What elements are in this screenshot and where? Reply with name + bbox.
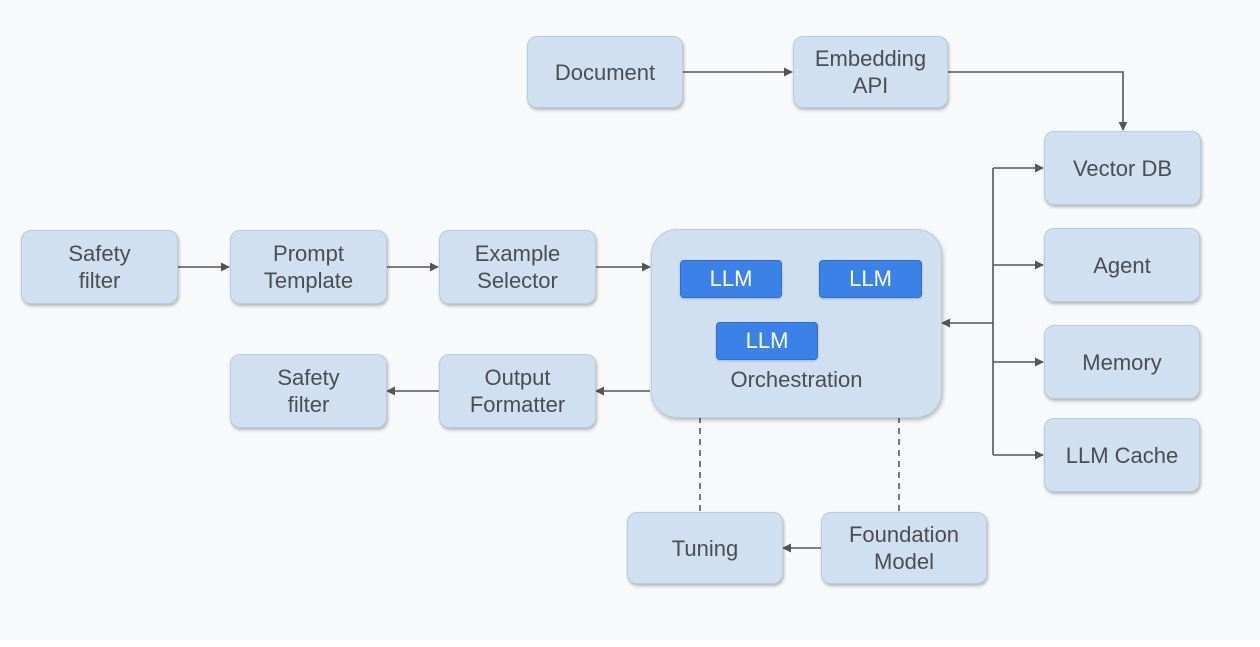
llm-block-3: LLM xyxy=(716,322,818,360)
tuning-node: Tuning xyxy=(627,512,783,584)
embedding-api-node: Embedding API xyxy=(793,36,948,108)
safety-filter-output-node: Safety filter xyxy=(230,354,387,428)
llm-block-2: LLM xyxy=(819,260,922,298)
safety-filter-input-node: Safety filter xyxy=(21,230,178,304)
orchestration-label: Orchestration xyxy=(730,367,863,392)
foundation-model-node: Foundation Model xyxy=(821,512,987,584)
document-node: Document xyxy=(527,36,683,108)
example-selector-node: Example Selector xyxy=(439,230,596,304)
vector-db-node: Vector DB xyxy=(1044,131,1201,205)
agent-node: Agent xyxy=(1044,228,1200,302)
llm-block-1: LLM xyxy=(680,260,782,298)
llm-cache-node: LLM Cache xyxy=(1044,418,1200,492)
memory-node: Memory xyxy=(1044,325,1200,399)
output-formatter-node: Output Formatter xyxy=(439,354,596,428)
prompt-template-node: Prompt Template xyxy=(230,230,387,304)
